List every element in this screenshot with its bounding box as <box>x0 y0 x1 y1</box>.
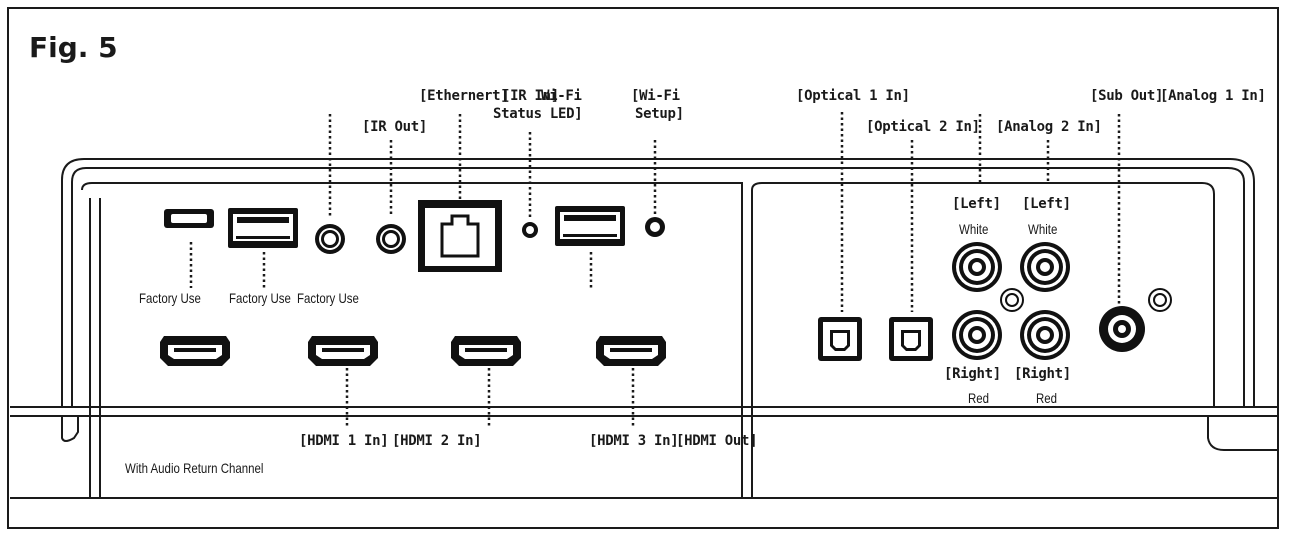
label-red-1: Red <box>968 390 990 406</box>
label-factory-use-2: Factory Use <box>229 290 291 306</box>
usb-port-icon-2 <box>555 206 625 246</box>
left-panel-connectors <box>160 200 666 366</box>
right-panel-connectors <box>818 242 1172 361</box>
label-red-2: Red <box>1036 390 1058 406</box>
label-factory-use-3: Factory Use <box>297 290 359 306</box>
optical-2-port-icon <box>889 317 933 361</box>
label-left-1: [Left] <box>952 196 1001 212</box>
label-wifi-status-line1: Wi-Fi <box>541 88 582 104</box>
label-ir-out: [IR Out] <box>362 119 428 135</box>
label-hdmi-out: [HDMI Out] <box>676 433 758 449</box>
label-optical-2: [Optical 2 In] <box>866 119 980 135</box>
optical-1-port-icon <box>818 317 862 361</box>
wifi-setup-button-icon <box>645 217 665 237</box>
chassis-outline <box>10 158 1277 499</box>
ethernet-port-icon <box>418 200 502 272</box>
connector-panel-drawing <box>10 112 1277 499</box>
hdmi-port-icon-c <box>451 336 521 366</box>
label-sub-out: [Sub Out] <box>1090 88 1164 104</box>
leader-lines <box>189 112 1121 426</box>
hdmi-port-icon-b <box>308 336 378 366</box>
rca-right-1-icon <box>952 310 1002 360</box>
label-right-2: [Right] <box>1014 366 1071 382</box>
label-wifi-setup-line2: Setup] <box>635 106 684 122</box>
usb-port-icon-1 <box>228 208 298 248</box>
label-wifi-setup-line1: [Wi-Fi <box>631 88 680 104</box>
label-wifi-status-line2: Status LED] <box>493 106 583 122</box>
label-analog-2: [Analog 2 In] <box>996 119 1102 135</box>
figure-title: Fig. 5 <box>29 31 118 64</box>
label-analog-1: [Analog 1 In] <box>1160 88 1266 104</box>
jack-icon-1 <box>315 224 345 254</box>
label-left-2: [Left] <box>1022 196 1071 212</box>
ir-in-jack-icon <box>522 222 538 238</box>
rca-left-1-icon <box>952 242 1002 292</box>
label-ethernet: [Ethernert] <box>419 88 509 104</box>
label-arc-note: With Audio Return Channel <box>125 460 264 476</box>
hdmi-port-icon-d <box>596 336 666 366</box>
sub-out-rca-icon <box>1099 306 1145 352</box>
screw-icon-2 <box>1148 288 1172 312</box>
hdmi-port-icon-a <box>160 336 230 366</box>
label-white-2: White <box>1028 221 1058 237</box>
label-ir-in: [IR In] <box>502 88 559 104</box>
label-white-1: White <box>959 221 989 237</box>
rca-left-2-icon <box>1020 242 1070 292</box>
label-right-1: [Right] <box>944 366 1001 382</box>
figure-frame: Fig. 5 [IR Out] [Ethernert] [IR In] Wi-F… <box>7 7 1279 529</box>
label-hdmi-1: [HDMI 1 In] <box>299 433 389 449</box>
ir-out-jack-icon <box>376 224 406 254</box>
label-optical-1: [Optical 1 In] <box>796 88 910 104</box>
label-hdmi-2: [HDMI 2 In] <box>392 433 482 449</box>
rca-right-2-icon <box>1020 310 1070 360</box>
screw-icon-1 <box>1000 288 1024 312</box>
factory-port-icon <box>164 209 214 228</box>
label-hdmi-3: [HDMI 3 In] <box>589 433 679 449</box>
label-factory-use-1: Factory Use <box>139 290 201 306</box>
